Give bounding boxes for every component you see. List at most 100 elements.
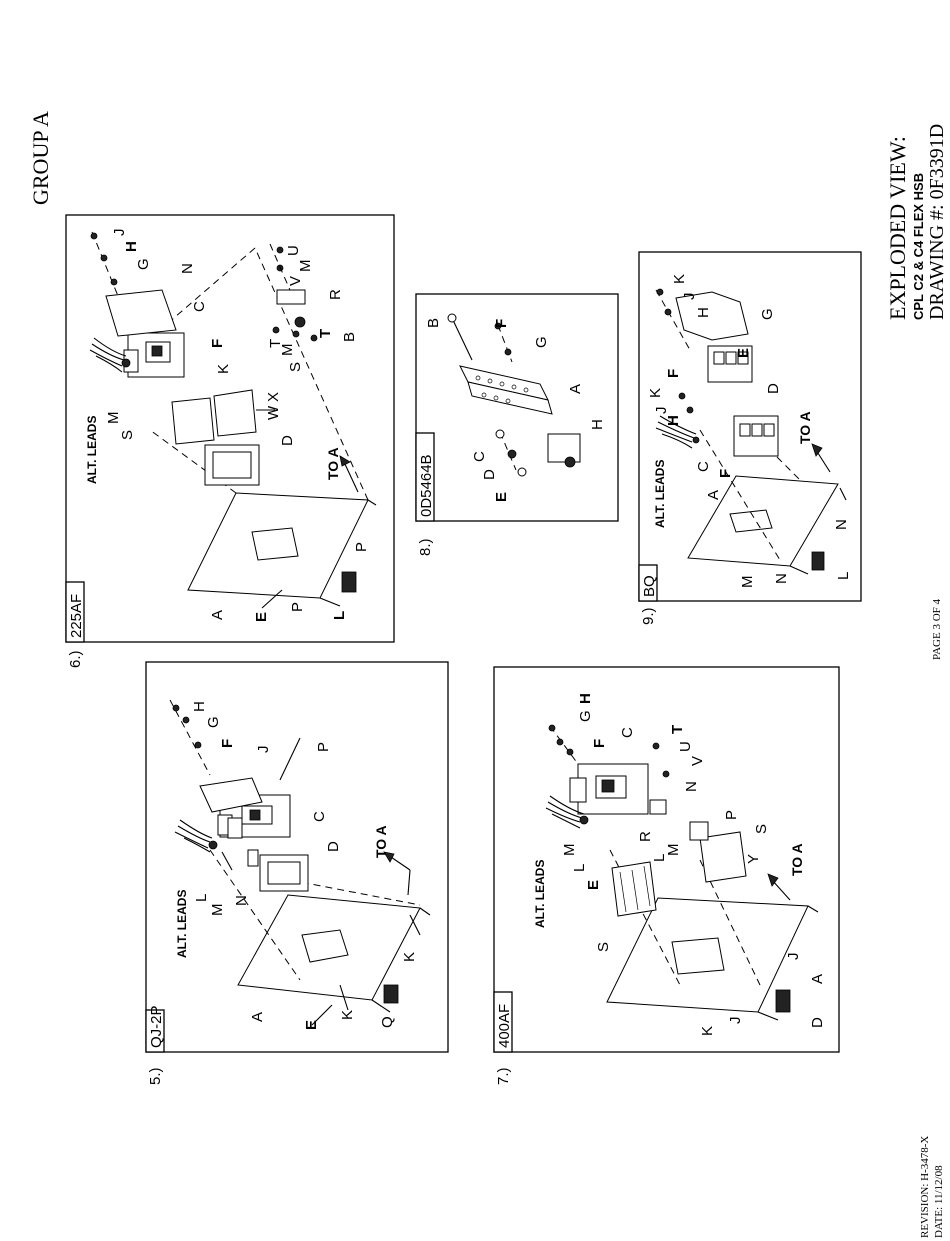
view-7-label-J2: J <box>785 953 802 961</box>
view-6-label-M3: M <box>279 344 296 357</box>
view-6-number: 6.) <box>67 650 84 668</box>
view-8-label-C: C <box>471 451 488 462</box>
view-7-label-C: C <box>619 727 636 738</box>
view-8-label-B: B <box>425 318 442 328</box>
view-6-label-C: C <box>191 301 208 312</box>
view-9-alt-leads: ALT. LEADS <box>653 460 667 528</box>
view-9-label-A: A <box>705 490 722 500</box>
view-6-label-A: A <box>209 610 226 620</box>
view-6-label-L: L <box>331 611 348 620</box>
view-7-label-L1: L <box>571 864 588 872</box>
view-5-qj-2p: QJ-2P 5.) <box>145 661 449 1085</box>
view-7-label-M2: M <box>665 844 682 857</box>
view-6-label-H: H <box>123 241 140 252</box>
view-7-label-F: F <box>591 739 608 748</box>
view-9-tag: BQ <box>641 575 658 597</box>
view-7-to-a: TO A <box>789 843 805 876</box>
view-6-to-a: TO A <box>325 447 341 480</box>
view-5-number: 5.) <box>147 1067 164 1085</box>
view-8-label-E: E <box>493 492 510 502</box>
view-6-label-T2: T <box>317 329 334 338</box>
view-9-label-F2: F <box>717 469 734 478</box>
title-line-2: CPL C2 & C4 FLEX HSB <box>911 173 926 320</box>
view-5-label-L: L <box>193 894 210 902</box>
view-7-label-T: T <box>669 725 686 734</box>
view-5-label-P: P <box>315 742 332 752</box>
view-5-tag: QJ-2P <box>148 1005 165 1048</box>
view-6-label-G: G <box>135 258 152 270</box>
view-6-bracket-w <box>171 397 215 445</box>
view-6-label-B: B <box>341 332 358 342</box>
view-9-label-E: E <box>735 348 752 358</box>
view-7-label-E: E <box>585 880 602 890</box>
view-9-label-H1: H <box>695 307 712 318</box>
view-9-tag-box <box>638 564 658 602</box>
view-6-tag: 225AF <box>68 594 85 638</box>
view-6-label-P1: P <box>289 602 306 612</box>
view-6-225af: 225AF 6.) <box>65 214 395 668</box>
view-6-label-N: N <box>179 263 196 274</box>
title-block: EXPLODED VIEW: CPL C2 & C4 FLEX HSB DRAW… <box>885 124 948 320</box>
view-6-label-W: W <box>265 405 282 420</box>
view-8-label-G: G <box>533 336 550 348</box>
view-7-label-block <box>775 989 791 1013</box>
view-7-label-U: U <box>677 741 694 752</box>
page-number: PAGE 3 OF 4 <box>931 598 943 660</box>
view-6-label-D: D <box>279 435 296 446</box>
view-8-frame <box>415 293 619 522</box>
view-6-cover-plate <box>105 289 177 337</box>
title-line-1: EXPLODED VIEW: <box>885 136 910 320</box>
view-7-label-N: N <box>683 781 700 792</box>
view-7-label-L2: L <box>651 854 668 862</box>
view-7-label-K: K <box>699 1026 716 1036</box>
view-6-label-T1: T <box>267 339 284 348</box>
view-6-label-R: R <box>327 289 344 300</box>
view-7-label-J1: J <box>727 1017 744 1025</box>
group-title: GROUP A <box>28 111 53 205</box>
view-7-label-M1: M <box>561 844 578 857</box>
view-8-label-F: F <box>493 319 510 328</box>
view-5-to-a: TO A <box>373 825 389 858</box>
view-9-label-K2: K <box>647 388 664 398</box>
view-9-number: 9.) <box>640 607 657 625</box>
view-9-label-M: M <box>739 576 756 589</box>
view-9-label-D: D <box>765 383 782 394</box>
view-7-label-H: H <box>577 693 594 704</box>
view-8-label-H: H <box>589 419 606 430</box>
view-5-label-K2: K <box>401 952 418 962</box>
view-9-label-C: C <box>695 461 712 472</box>
view-6-tag-box <box>65 581 85 643</box>
view-8-label-D: D <box>481 469 498 480</box>
view-7-label-S2: S <box>753 824 770 834</box>
revision-text: REVISION: H-3478-X <box>919 1136 931 1238</box>
view-5-label-M: M <box>209 904 226 917</box>
view-7-bracket-y <box>699 831 747 883</box>
view-6-label-M2: M <box>297 260 314 273</box>
view-8-number: 8.) <box>417 538 434 556</box>
view-7-label-R: R <box>637 831 654 842</box>
view-5-label-E: E <box>303 1020 320 1030</box>
view-5-label-F: F <box>219 739 236 748</box>
view-9-label-K1: K <box>671 274 688 284</box>
view-9-label-block <box>811 551 825 571</box>
view-7-label-Y: Y <box>745 854 762 864</box>
view-5-label-H: H <box>191 701 208 712</box>
view-8-block <box>547 433 581 463</box>
view-9-label-H2: H <box>665 415 682 426</box>
view-8-label-A: A <box>567 384 584 394</box>
view-5-label-A: A <box>249 1012 266 1022</box>
view-6-alt-leads: ALT. LEADS <box>85 416 99 484</box>
view-9-label-G: G <box>759 308 776 320</box>
view-6-label-M1: M <box>105 412 122 425</box>
view-9-bracket <box>675 291 749 341</box>
view-6-label-S2: S <box>287 362 304 372</box>
view-5-tag-box <box>145 1009 165 1053</box>
view-9-label-F1: F <box>665 369 682 378</box>
view-9-label-J1: J <box>681 293 698 301</box>
title-line-3: DRAWING #: 0F3391D <box>926 124 948 320</box>
view-6-label-F: F <box>209 339 226 348</box>
view-5-cover-plate <box>199 777 263 813</box>
view-5-label-q <box>383 984 399 1004</box>
date-text: DATE: 11/12/08 <box>933 1165 945 1238</box>
